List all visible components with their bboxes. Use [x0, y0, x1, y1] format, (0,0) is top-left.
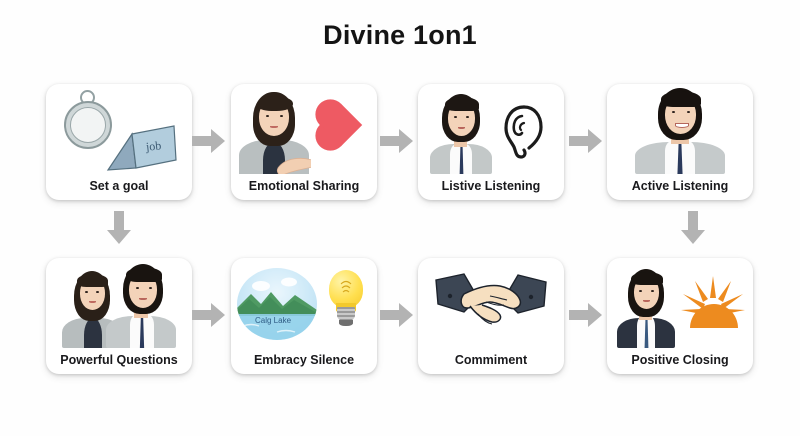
lightbulb-icon: [325, 270, 367, 336]
tent-signboard-icon: job: [106, 125, 177, 171]
step-card-commiment[interactable]: Commiment: [418, 258, 564, 374]
step-card-embracy-silence[interactable]: Calg Lake Embracy Silence: [231, 258, 377, 374]
step-card-label: Embracy Silence: [253, 353, 355, 367]
arrow-right-icon-3: [569, 128, 603, 154]
step-card-label: Commiment: [454, 353, 528, 367]
step-card-set-a-goal[interactable]: N S E W job Set a goal: [46, 84, 192, 200]
step-card-powerful-questions[interactable]: Powerful Questions: [46, 258, 192, 374]
step-card-label: Active Listening: [631, 179, 729, 193]
lake-scene-icon: Calg Lake: [237, 268, 317, 340]
heart-icon: [309, 93, 363, 157]
handshake-icon: [435, 273, 547, 325]
listive-listening-illustration: [418, 84, 564, 174]
active-listening-illustration: [607, 84, 753, 174]
compass-face: [70, 107, 106, 143]
businesswoman-photo: [237, 88, 311, 174]
lake-caption: Calg Lake: [255, 316, 292, 325]
arrow-right-icon-6: [569, 302, 603, 328]
arrow-right-icon-4: [192, 302, 226, 328]
commiment-illustration: [418, 258, 564, 348]
arrow-down-icon-right: [680, 211, 706, 245]
step-card-label: Emotional Sharing: [248, 179, 360, 193]
smiling-businessman-photo: [635, 86, 725, 174]
step-card-listive-listening[interactable]: Listive Listening: [418, 84, 564, 200]
businessman-photo-closing: [617, 264, 675, 348]
arrow-right-icon-1: [192, 128, 226, 154]
step-card-label: Set a goal: [89, 179, 149, 193]
svg-text:job: job: [144, 138, 162, 154]
step-card-label: Powerful Questions: [60, 353, 178, 367]
ear-icon: [504, 105, 543, 159]
step-card-positive-closing[interactable]: Positive Closing: [607, 258, 753, 374]
step-card-label: Positive Closing: [631, 353, 729, 367]
arrow-right-icon-2: [380, 128, 414, 154]
page-title: Divine 1on1: [323, 20, 477, 50]
step-card-active-listening[interactable]: Active Listening: [607, 84, 753, 200]
colleague-man-photo: [106, 260, 176, 348]
step-card-emotional-sharing[interactable]: Emotional Sharing: [231, 84, 377, 200]
positive-closing-illustration: [607, 258, 753, 348]
step-card-label: Listive Listening: [441, 179, 541, 193]
powerful-questions-illustration: [46, 258, 192, 348]
embracy-silence-illustration: Calg Lake: [231, 258, 377, 348]
sunrise-icon: [681, 276, 747, 332]
set-a-goal-illustration: N S E W job: [46, 84, 192, 174]
businessman-photo: [430, 88, 492, 174]
emotional-sharing-illustration: [231, 84, 377, 174]
arrow-right-icon-5: [380, 302, 414, 328]
arrow-down-icon-left: [106, 211, 132, 245]
